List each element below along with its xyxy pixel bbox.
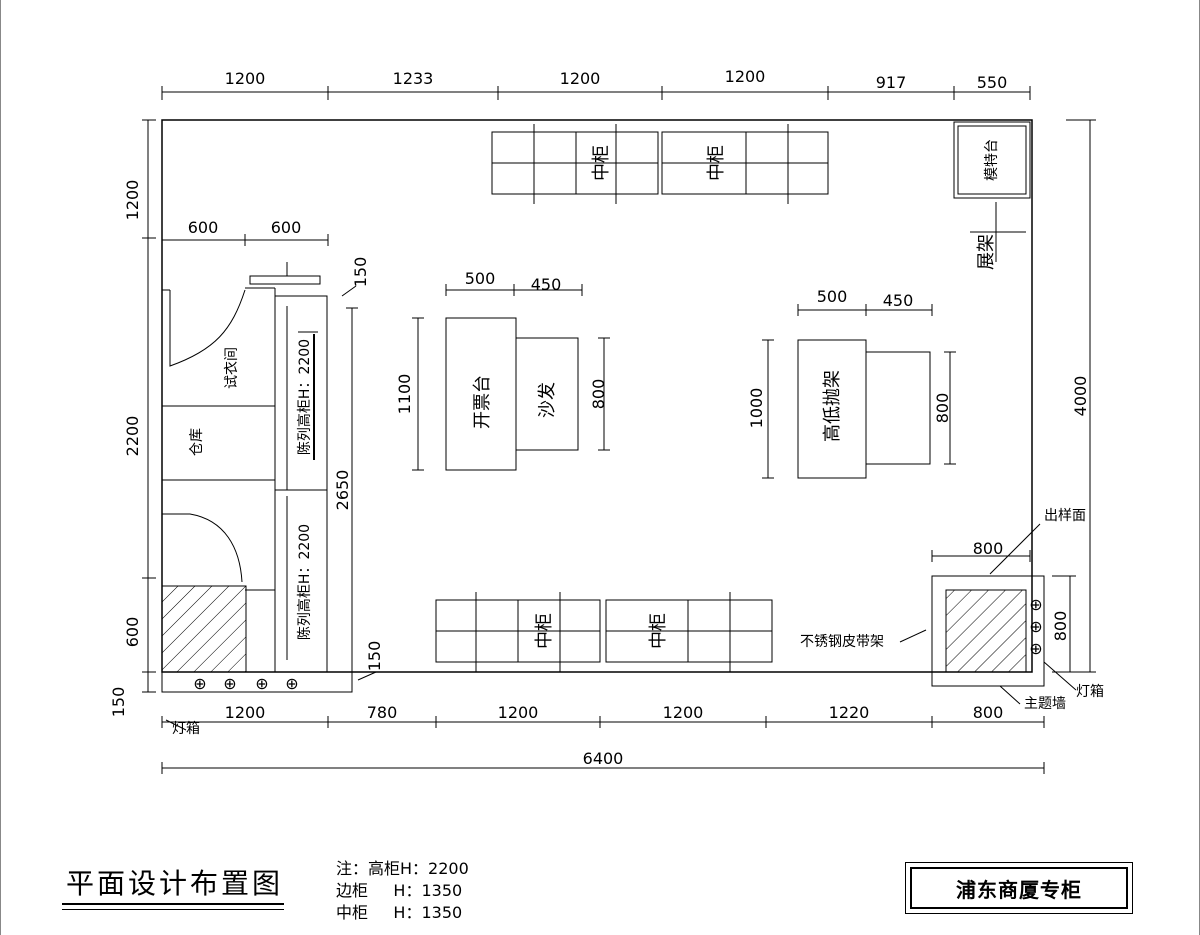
cabinet-dimensions: 2650 150 150 [333,257,384,681]
dim-bottom-2: 780 [367,703,398,722]
mid-cab-bottom-2-label: 中柜 [648,613,669,649]
dim-top-2: 1233 [393,69,434,88]
dim-sofa-800: 800 [589,379,608,410]
corner-marker-3: ⊕ [1029,639,1042,658]
upper-left-dimension: 600 600 [161,218,329,246]
right-dimension: 4000 [1066,119,1096,673]
high-low-rack-group: 500 450 1000 高低抛架 800 [747,287,956,479]
theme-wall-label: 主题墙 [1024,696,1066,712]
middle-cabinet-top-2: 中柜 [661,124,829,204]
dim-top-6: 550 [977,73,1008,92]
middle-cabinet-bottom-1: 中柜 [435,592,601,672]
dim-2650: 2650 [333,470,352,511]
fitting-room-label: 试衣间 [224,347,240,389]
middle-cabinet-bottom-2: 中柜 [605,592,773,672]
lightbox-marker-4: ⊕ [285,674,298,693]
dim-150-top: 150 [351,257,370,288]
dim-top-4: 1200 [725,67,766,86]
dim-rack-450: 450 [883,291,914,310]
mid-cab-top-1-label: 中柜 [591,145,612,181]
dim-top-5: 917 [876,73,907,92]
tall-cab-label-1: 陈列高柜H：2200 [296,339,313,455]
cashier-sofa-group: 500 450 1100 开票台 沙发 800 [395,269,610,471]
dim-left-150: 150 [109,687,128,718]
room-outline [161,119,1033,673]
height-notes: 注：高柜H：2200 边柜 H：1350 中柜 H：1350 [336,858,469,924]
dim-left-600: 600 [123,617,142,648]
dim-bottom-1: 1200 [225,703,266,722]
store-label-box: 浦东商厦专柜 [905,862,1133,914]
lightbox-marker-3: ⊕ [255,674,268,693]
middle-cabinet-top-1: 中柜 [491,124,659,204]
light-box-left: ⊕ ⊕ ⊕ ⊕ 灯箱 [161,671,353,737]
lightbox-marker-1: ⊕ [193,674,206,693]
dim-corner-800-w: 800 [973,539,1004,558]
dim-top-3: 1200 [560,69,601,88]
left-rooms: 试衣间 仓库 [161,287,276,673]
light-box-left-label: 灯箱 [172,721,200,737]
dim-corner-800-h: 800 [1051,611,1070,642]
left-dimension-line: 1200 2200 600 150 [109,119,156,718]
title-underline-thin [62,909,284,910]
mannequin-table: 模特台 [953,121,1031,199]
frame-left-edge [0,0,1,935]
tall-display-cabinets: 陈列高柜H：2200 陈列高柜H：2200 [249,262,330,673]
dim-desk-450: 450 [531,275,562,294]
high-low-rack-label: 高低抛架 [822,370,843,442]
belt-rack-label: 不锈钢皮带架 [800,634,884,650]
corner-marker-1: ⊕ [1029,595,1042,614]
dim-150-bottom: 150 [365,641,384,672]
sample-face-label: 出样面 [1044,508,1086,524]
dim-left-2200: 2200 [123,416,142,457]
note-side: 边柜 H：1350 [336,881,463,900]
storage-label: 仓库 [189,428,205,456]
dim-bottom-4: 1200 [663,703,704,722]
bottom-dimension-line: 1200 780 1200 1200 1220 800 [161,703,1045,728]
sofa-label: 沙发 [537,382,558,418]
corner-theme-wall: 800 ⊕ ⊕ ⊕ 800 出样面 不锈钢皮带架 灯箱 主题墙 [800,508,1104,712]
dim-rack-500: 500 [817,287,848,306]
dim-rack-800: 800 [933,393,952,424]
dim-left-1200: 1200 [123,180,142,221]
note-tall: 注：高柜H：2200 [336,859,469,878]
drawing-title: 平面设计布置图 [66,867,284,900]
dim-600-a: 600 [188,218,219,237]
mannequin-label: 模特台 [984,139,1000,181]
dim-top-1: 1200 [225,69,266,88]
dim-bottom-3: 1200 [498,703,539,722]
dim-desk-500: 500 [465,269,496,288]
total-dimension-line: 6400 [161,749,1045,774]
tall-cab-label-2: 陈列高柜H：2200 [296,524,313,640]
dim-bottom-6: 800 [973,703,1004,722]
dim-rack-1000: 1000 [747,388,766,429]
dim-total-6400: 6400 [583,749,624,768]
dim-right-4000: 4000 [1071,376,1090,417]
top-dimension-line: 1200 1233 1200 1200 917 550 [161,67,1031,100]
title-underline [62,903,284,905]
store-label: 浦东商厦专柜 [910,867,1128,909]
mid-cab-top-2-label: 中柜 [706,145,727,181]
dim-desk-1100: 1100 [395,374,414,415]
mid-cab-bottom-1-label: 中柜 [534,613,555,649]
lightbox-marker-2: ⊕ [223,674,236,693]
note-middle: 中柜 H：1350 [336,903,463,922]
dim-bottom-5: 1220 [829,703,870,722]
display-rack-label: 展架 [976,234,997,270]
dim-600-b: 600 [271,218,302,237]
cashier-label: 开票台 [472,375,493,429]
corner-marker-2: ⊕ [1029,617,1042,636]
display-rack: 展架 [970,202,1026,270]
light-box-right-label: 灯箱 [1076,684,1104,700]
